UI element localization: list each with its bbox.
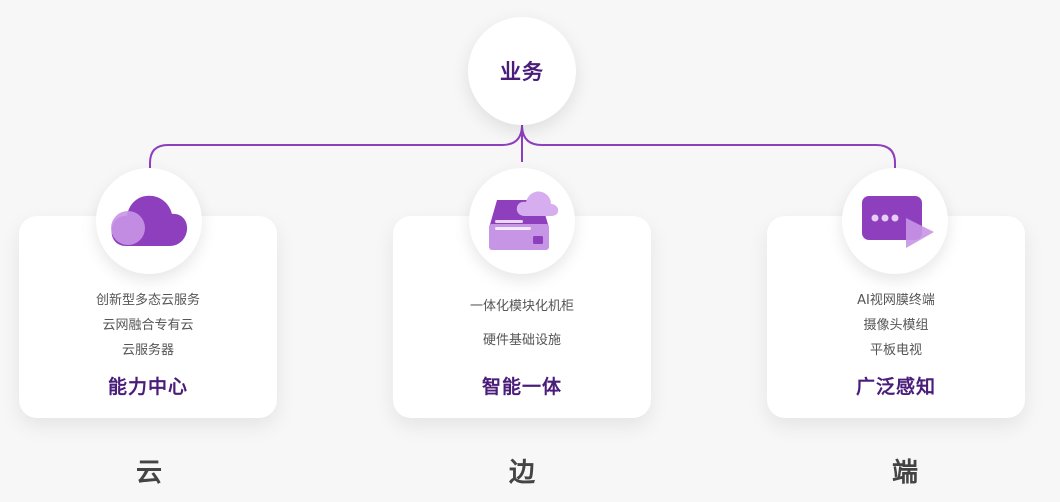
root-node: 业务 [468, 17, 576, 125]
card-item: 平板电视 [869, 343, 922, 358]
card-item: 创新型多态云服务 [95, 293, 200, 308]
icon-circle-terminal [842, 168, 948, 274]
card-title: 能力中心 [107, 376, 188, 398]
card-item: 摄像头模组 [863, 318, 929, 333]
root-label: 业务 [500, 60, 544, 84]
video-play-icon [862, 196, 934, 248]
card-items: AI视网膜终端 摄像头模组 平板电视 [767, 288, 1025, 363]
connector-left [149, 124, 523, 168]
cloud-icon [111, 195, 188, 246]
card-items: 一体化模块化机柜 硬件基础设施 [393, 290, 651, 358]
bottom-label-terminal: 端 [891, 458, 918, 488]
server-cloud-icon [489, 191, 559, 250]
card-item: 云网融合专有云 [102, 318, 194, 333]
connector-right [521, 124, 896, 168]
card-item: 硬件基础设施 [482, 333, 561, 348]
bottom-label-edge: 边 [508, 458, 535, 488]
card-title: 广泛感知 [855, 376, 936, 398]
icon-circle-cloud [96, 168, 202, 274]
card-item: AI视网膜终端 [857, 293, 935, 308]
card-item: 一体化模块化机柜 [469, 299, 574, 314]
card-title: 智能一体 [481, 376, 562, 398]
card-items: 创新型多态云服务 云网融合专有云 云服务器 [19, 288, 277, 363]
bottom-label-cloud: 云 [135, 458, 162, 488]
icon-circle-edge [469, 168, 575, 274]
card-item: 云服务器 [121, 343, 174, 358]
